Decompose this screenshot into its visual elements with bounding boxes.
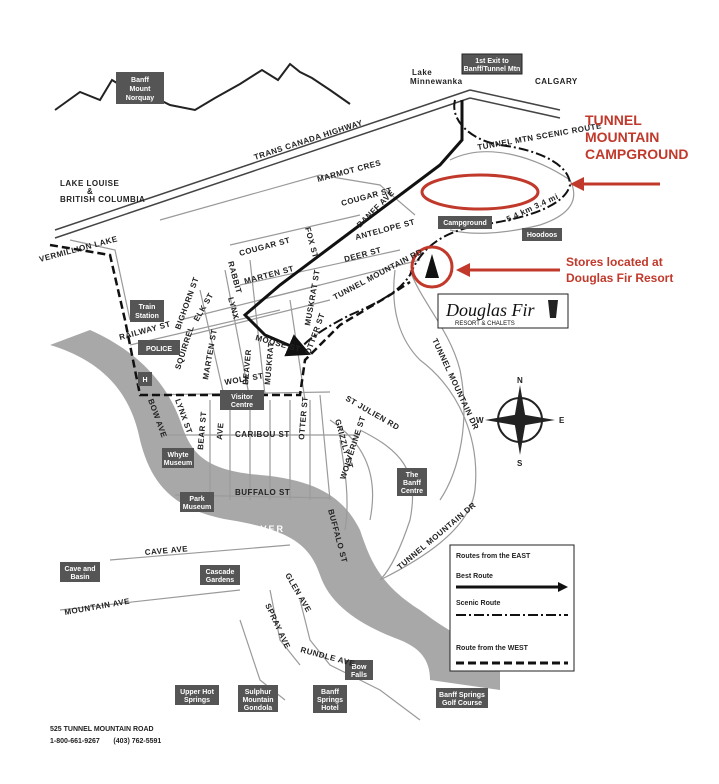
svg-text:Centre: Centre xyxy=(401,488,423,495)
svg-text:Norquay: Norquay xyxy=(126,95,155,102)
svg-text:VERMILLION LAKE: VERMILLION LAKE xyxy=(38,234,119,264)
label-boxes: Banff Mount Norquay 1st Exit to Banff/Tu… xyxy=(60,53,562,713)
svg-text:RAILWAY ST: RAILWAY ST xyxy=(118,320,172,342)
svg-text:SPRAY AVE: SPRAY AVE xyxy=(263,602,292,650)
svg-text:Visitor: Visitor xyxy=(231,394,253,401)
bow-river-label: BOW RIVER xyxy=(215,524,285,534)
svg-text:Sulphur: Sulphur xyxy=(245,689,272,696)
svg-text:5.4 km 3.4 mi: 5.4 km 3.4 mi xyxy=(505,192,560,224)
douglas-fir-logo: Douglas Fir RESORT & CHALETS xyxy=(437,293,569,329)
svg-text:Centre: Centre xyxy=(231,402,253,409)
svg-text:GLEN AVE: GLEN AVE xyxy=(283,572,313,615)
svg-text:OTTER ST: OTTER ST xyxy=(297,396,310,440)
svg-text:Station: Station xyxy=(135,313,159,320)
svg-text:BRITISH COLUMBIA: BRITISH COLUMBIA xyxy=(60,195,145,204)
route-legend: Routes from the EAST Best Route Scenic R… xyxy=(449,544,575,672)
address-line-2: 1-800-661-9267 (403) 762-5591 xyxy=(50,738,162,745)
compass-rose: N S E W xyxy=(476,376,565,468)
campground-arrowhead xyxy=(570,177,584,191)
svg-text:Lake: Lake xyxy=(412,68,432,77)
svg-text:TUNNEL MTN SCENIC ROUTE: TUNNEL MTN SCENIC ROUTE xyxy=(477,121,603,152)
svg-text:CARIBOU ST: CARIBOU ST xyxy=(235,430,290,439)
stores-arrowhead xyxy=(456,263,470,277)
svg-text:Minnewanka: Minnewanka xyxy=(410,77,463,86)
svg-text:Hotel: Hotel xyxy=(321,705,339,712)
mountain-silhouette xyxy=(54,62,351,112)
svg-text:Gardens: Gardens xyxy=(206,577,235,584)
svg-text:BEAVER: BEAVER xyxy=(241,349,253,385)
svg-text:Cave and: Cave and xyxy=(64,566,95,573)
svg-text:W: W xyxy=(476,416,484,425)
svg-text:MUSKRAT: MUSKRAT xyxy=(263,342,276,386)
svg-text:BEAR ST: BEAR ST xyxy=(196,411,208,450)
svg-text:RUNDLE AVE: RUNDLE AVE xyxy=(299,645,356,668)
svg-text:Mountain: Mountain xyxy=(242,697,273,704)
svg-text:Museum: Museum xyxy=(164,460,192,467)
svg-text:Banff Springs: Banff Springs xyxy=(439,692,485,699)
svg-text:CALGARY: CALGARY xyxy=(535,77,578,86)
svg-text:ELK ST: ELK ST xyxy=(192,291,216,323)
svg-text:COUGAR ST: COUGAR ST xyxy=(238,236,291,258)
svg-text:ST JULIEN RD: ST JULIEN RD xyxy=(344,394,401,432)
svg-text:LAKE LOUISE: LAKE LOUISE xyxy=(60,179,119,188)
svg-text:Scenic Route: Scenic Route xyxy=(456,600,500,607)
svg-text:Basin: Basin xyxy=(70,574,89,581)
svg-text:Bow: Bow xyxy=(352,664,367,671)
svg-text:Best Route: Best Route xyxy=(456,573,493,580)
campground-ellipse xyxy=(420,173,540,211)
svg-text:CAVE AVE: CAVE AVE xyxy=(144,544,188,557)
svg-text:Springs: Springs xyxy=(184,697,210,704)
svg-text:RESORT & CHALETS: RESORT & CHALETS xyxy=(455,321,515,327)
svg-text:Whyte: Whyte xyxy=(168,452,189,459)
grey-roads xyxy=(59,151,575,721)
svg-text:TUNNEL MOUNTAIN DR: TUNNEL MOUNTAIN DR xyxy=(430,337,480,431)
svg-text:Mount: Mount xyxy=(130,86,152,93)
trans-canada-highway xyxy=(54,89,561,239)
svg-text:Banff: Banff xyxy=(321,689,340,696)
svg-text:The: The xyxy=(406,472,419,479)
svg-text:POLICE: POLICE xyxy=(146,346,172,353)
svg-text:Route from the WEST: Route from the WEST xyxy=(456,645,529,652)
bow-river xyxy=(50,330,500,690)
west-route xyxy=(49,243,411,397)
svg-text:H: H xyxy=(142,377,147,384)
svg-text:FOX ST: FOX ST xyxy=(303,226,320,259)
svg-text:Hoodoos: Hoodoos xyxy=(527,232,557,239)
svg-text:Routes from the EAST: Routes from the EAST xyxy=(456,553,531,560)
svg-text:BUFFALO ST: BUFFALO ST xyxy=(235,488,290,497)
svg-text:Cascade: Cascade xyxy=(206,569,235,576)
svg-text:Campground: Campground xyxy=(443,220,487,227)
svg-text:1st Exit to: 1st Exit to xyxy=(475,58,508,65)
svg-text:Gondola: Gondola xyxy=(244,705,272,712)
svg-text:MARTEN ST: MARTEN ST xyxy=(201,328,219,380)
svg-text:Banff/Tunnel Mtn: Banff/Tunnel Mtn xyxy=(464,66,521,73)
svg-text:S: S xyxy=(517,459,523,468)
campground-callout: TUNNEL MOUNTAIN CAMPGROUND xyxy=(585,112,689,162)
svg-text:Train: Train xyxy=(139,304,156,311)
svg-text:Springs: Springs xyxy=(317,697,343,704)
svg-text:Park: Park xyxy=(189,496,204,503)
svg-text:Banff: Banff xyxy=(131,77,150,84)
svg-text:Upper Hot: Upper Hot xyxy=(180,689,215,696)
best-route xyxy=(242,100,464,357)
svg-text:&: & xyxy=(87,187,93,196)
stores-callout: Stores located at Douglas Fir Resort xyxy=(566,255,674,285)
svg-text:E: E xyxy=(559,416,565,425)
douglas-fir-tree-icon xyxy=(425,254,439,278)
svg-text:BIGHORN ST: BIGHORN ST xyxy=(173,276,200,331)
svg-text:N: N xyxy=(517,376,523,385)
svg-text:Banff: Banff xyxy=(403,480,422,487)
address-line-1: 525 TUNNEL MOUNTAIN ROAD xyxy=(50,726,154,733)
svg-text:Douglas Fir: Douglas Fir xyxy=(445,300,536,320)
svg-text:DEER ST: DEER ST xyxy=(343,245,382,264)
svg-text:AVE: AVE xyxy=(215,422,225,440)
svg-text:MOUNTAIN AVE: MOUNTAIN AVE xyxy=(64,597,131,617)
svg-text:Falls: Falls xyxy=(351,672,367,679)
svg-text:Golf Course: Golf Course xyxy=(442,700,482,707)
douglas-fir-circle xyxy=(410,245,454,289)
svg-text:MOOSE ST: MOOSE ST xyxy=(254,333,301,354)
svg-text:Museum: Museum xyxy=(183,504,211,511)
